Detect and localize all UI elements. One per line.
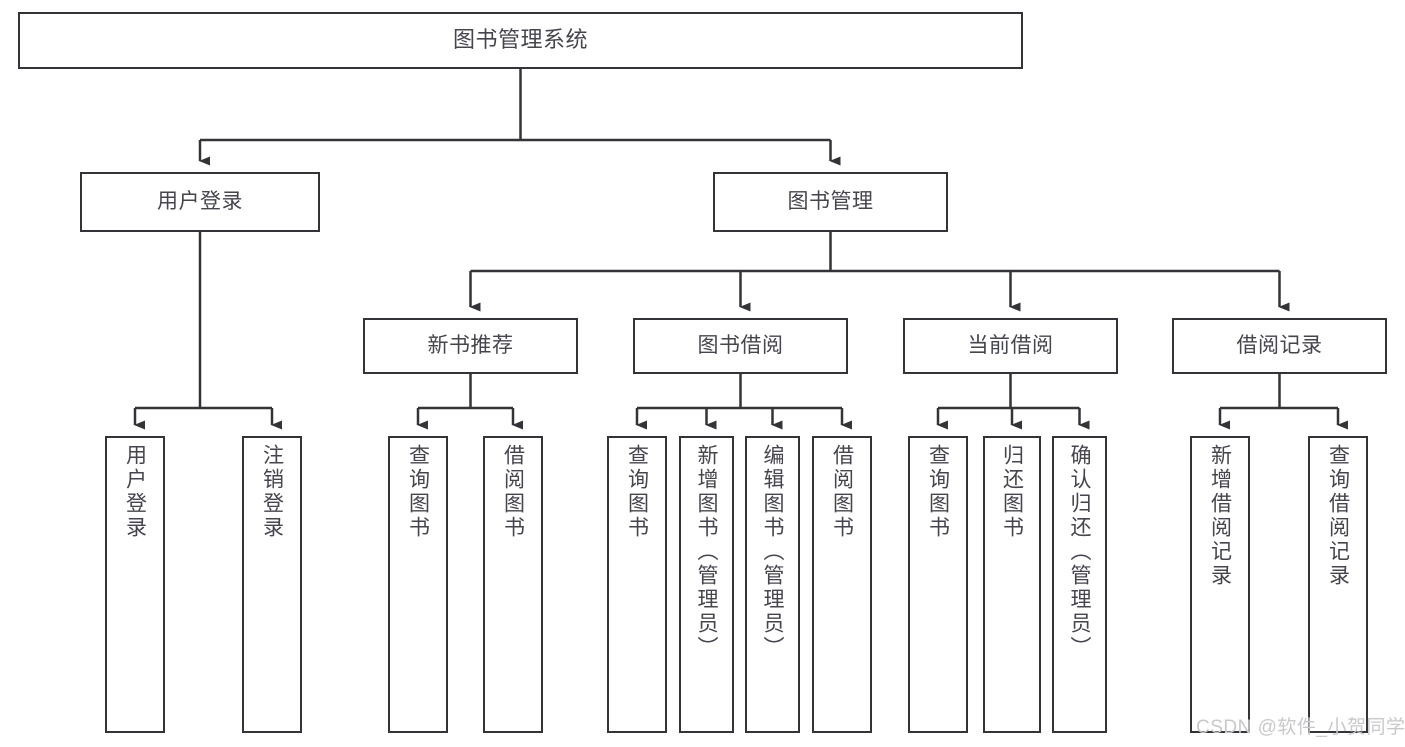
node-leaf-borrow-book-1: 借阅图书 [483, 436, 543, 733]
node-leaf-user-login: 用户登录 [105, 436, 165, 733]
node-new-book-rec: 新书推荐 [363, 318, 578, 374]
node-label: 借阅记录 [1236, 334, 1323, 358]
node-book-borrow: 图书借阅 [633, 318, 848, 374]
node-root: 图书管理系统 [18, 12, 1023, 69]
node-borrow-record: 借阅记录 [1172, 318, 1387, 374]
node-label: 查询图书 [625, 444, 649, 540]
node-leaf-add-record: 新增借阅记录 [1190, 436, 1250, 733]
node-leaf-return-book: 归还图书 [983, 436, 1041, 733]
node-label: 确认归还（管理员） [1068, 444, 1091, 660]
node-label: 图书借阅 [697, 334, 784, 358]
node-user-login: 用户登录 [80, 172, 320, 232]
node-leaf-add-book: 新增图书（管理员） [679, 436, 734, 733]
node-current-borrow: 当前借阅 [903, 318, 1118, 374]
node-label: 当前借阅 [967, 334, 1054, 358]
node-label: 图书管理 [787, 190, 874, 214]
node-leaf-query-book-2: 查询图书 [607, 436, 667, 733]
node-leaf-query-book-3: 查询图书 [908, 436, 968, 733]
node-label: 借阅图书 [830, 444, 854, 540]
node-leaf-logout: 注销登录 [242, 436, 302, 733]
node-label: 新增借阅记录 [1208, 444, 1232, 588]
node-leaf-query-record: 查询借阅记录 [1308, 436, 1368, 733]
node-leaf-query-book-1: 查询图书 [388, 436, 448, 733]
node-label: 新书推荐 [427, 334, 514, 358]
node-label: 借阅图书 [501, 444, 525, 540]
node-leaf-edit-book: 编辑图书（管理员） [745, 436, 800, 733]
node-book-manage: 图书管理 [713, 172, 948, 232]
node-label: 查询图书 [926, 444, 950, 540]
node-label: 用户登录 [123, 444, 147, 540]
node-label: 图书管理系统 [452, 27, 588, 53]
node-label: 查询图书 [406, 444, 430, 540]
node-label: 归还图书 [1000, 444, 1024, 540]
node-label: 注销登录 [260, 444, 284, 540]
node-label: 查询借阅记录 [1326, 444, 1350, 588]
node-label: 用户登录 [157, 190, 243, 214]
node-leaf-confirm-return: 确认归还（管理员） [1052, 436, 1107, 733]
node-label: 编辑图书（管理员） [761, 444, 784, 660]
node-label: 新增图书（管理员） [695, 444, 718, 660]
csdn-watermark: CSDN @软件_小贺同学 [1196, 717, 1405, 738]
node-leaf-borrow-book-2: 借阅图书 [812, 436, 872, 733]
